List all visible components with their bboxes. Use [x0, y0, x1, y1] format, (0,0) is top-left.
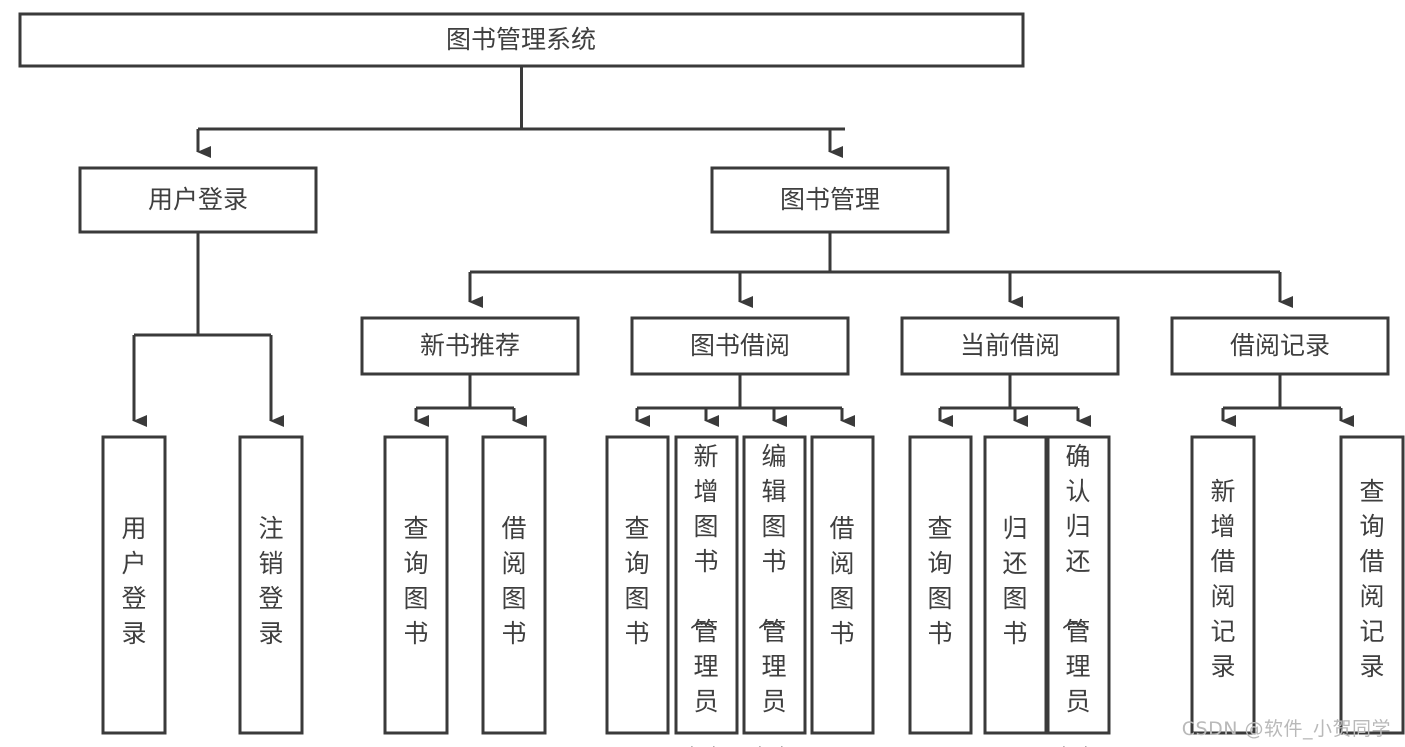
node-book-borrow[interactable]: 图书借阅 [630, 316, 850, 376]
node-leaf-edit-book[interactable]: 编辑图书（管理员） [742, 435, 807, 747]
node-leaf-confirm-return-label: 确认归还（管理员） [1059, 442, 1090, 747]
node-root[interactable]: 图书管理系统 [18, 12, 1025, 68]
node-leaf-add-book-label: 新增图书（管理员） [687, 442, 718, 747]
node-current-borrow-label: 当前借阅 [960, 331, 1060, 360]
node-borrow-record[interactable]: 借阅记录 [1170, 316, 1390, 376]
node-leaf-add-book[interactable]: 新增图书（管理员） [674, 435, 739, 747]
node-leaf-query-book-rec[interactable]: 查询图书 [383, 435, 449, 735]
node-leaf-user-login-label: 用户登录 [121, 514, 146, 648]
node-leaf-borrow-book-bor[interactable]: 借阅图书 [810, 435, 875, 735]
node-user-login[interactable]: 用户登录 [78, 166, 318, 234]
node-leaf-query-book-cur[interactable]: 查询图书 [908, 435, 973, 735]
node-book-manage[interactable]: 图书管理 [710, 166, 950, 234]
node-leaf-query-book-bor[interactable]: 查询图书 [605, 435, 670, 735]
node-leaf-query-book-rec-label: 查询图书 [403, 514, 428, 648]
node-book-manage-label: 图书管理 [780, 185, 880, 214]
node-new-book-recommend-label: 新书推荐 [420, 331, 520, 360]
node-user-login-label: 用户登录 [148, 185, 248, 214]
node-leaf-borrow-book-bor-label: 借阅图书 [829, 514, 854, 648]
node-leaf-add-record-label: 新增借阅记录 [1210, 477, 1235, 681]
node-leaf-query-book-bor-label: 查询图书 [624, 514, 649, 648]
node-leaf-query-record-label: 查询借阅记录 [1359, 477, 1384, 681]
node-leaf-query-record[interactable]: 查询借阅记录 [1339, 435, 1405, 735]
node-layer: 图书管理系统 用户登录 图书管理 新书推荐 图书借阅 当前借阅 借阅记录 [18, 12, 1405, 747]
node-root-label: 图书管理系统 [446, 25, 596, 54]
connector-layer [132, 66, 1354, 427]
node-leaf-user-login[interactable]: 用户登录 [101, 435, 167, 735]
node-new-book-recommend[interactable]: 新书推荐 [360, 316, 580, 376]
node-leaf-return-book-label: 归还图书 [1002, 514, 1027, 648]
node-leaf-return-book[interactable]: 归还图书 [983, 435, 1048, 735]
node-current-borrow[interactable]: 当前借阅 [900, 316, 1120, 376]
node-leaf-borrow-book-rec[interactable]: 借阅图书 [481, 435, 547, 735]
node-leaf-logout-login-label: 注销登录 [258, 514, 283, 648]
node-leaf-borrow-book-rec-label: 借阅图书 [501, 514, 526, 648]
node-leaf-logout-login[interactable]: 注销登录 [238, 435, 304, 735]
node-leaf-add-record[interactable]: 新增借阅记录 [1190, 435, 1256, 735]
node-leaf-query-book-cur-label: 查询图书 [927, 514, 952, 648]
node-leaf-edit-book-label: 编辑图书（管理员） [755, 442, 786, 747]
node-book-borrow-label: 图书借阅 [690, 331, 790, 360]
node-borrow-record-label: 借阅记录 [1230, 331, 1330, 360]
node-leaf-confirm-return[interactable]: 确认归还（管理员） [1046, 435, 1111, 747]
